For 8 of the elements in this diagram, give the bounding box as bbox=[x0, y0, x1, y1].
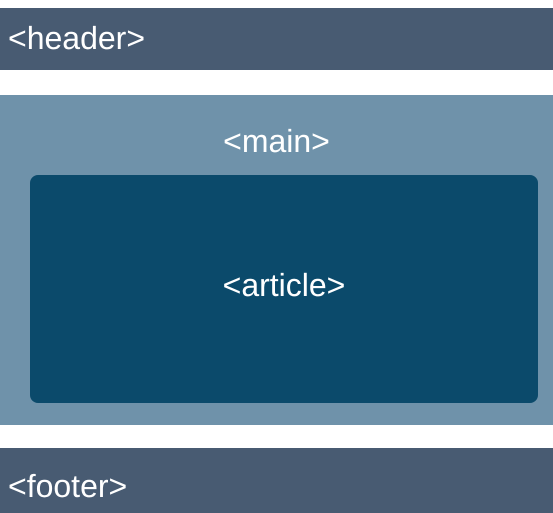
node-label: <article> bbox=[222, 269, 346, 301]
node-label: <footer> bbox=[8, 470, 128, 502]
node-label: <header> bbox=[8, 22, 146, 54]
main-panel bbox=[0, 95, 553, 425]
footer-bar bbox=[0, 448, 553, 513]
article-box bbox=[30, 175, 538, 403]
header-bar bbox=[0, 8, 553, 70]
node-label: <main> bbox=[223, 125, 330, 157]
